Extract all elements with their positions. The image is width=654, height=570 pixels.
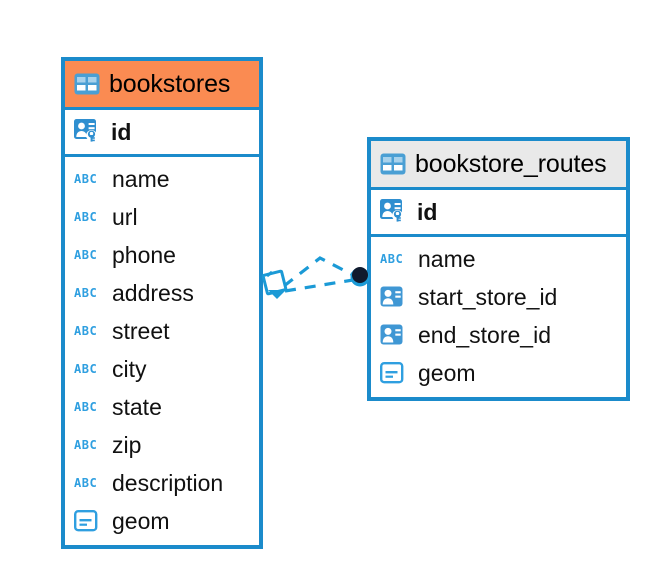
- relationship-line-end-store: [284, 278, 354, 293]
- field-label-name: name: [418, 245, 476, 272]
- field-label-city: city: [112, 355, 147, 382]
- field-label-address: address: [112, 279, 194, 306]
- abc-icon: ABC: [74, 248, 98, 262]
- field-row-geom[interactable]: geom: [371, 354, 626, 392]
- field-label-end-store-id: end_store_id: [418, 321, 551, 348]
- field-row-name[interactable]: ABC name: [65, 160, 259, 198]
- field-row-geom[interactable]: geom: [65, 502, 259, 540]
- foreign-key-icon: [380, 324, 410, 346]
- field-label-name: name: [112, 165, 170, 192]
- entity-header-bookstore-routes[interactable]: bookstore_routes: [371, 141, 626, 187]
- entity-title-bookstores: bookstores: [109, 69, 231, 98]
- field-row-id[interactable]: id: [371, 190, 626, 234]
- field-row-zip[interactable]: ABC zip: [65, 426, 259, 464]
- field-label-id: id: [417, 198, 438, 225]
- field-row-url[interactable]: ABC url: [65, 198, 259, 236]
- entity-bookstores[interactable]: bookstores: [61, 57, 263, 549]
- field-row-start-store-id[interactable]: start_store_id: [371, 278, 626, 316]
- primary-key-section-bookstore-routes: id: [371, 187, 626, 237]
- table-icon: [74, 73, 100, 95]
- abc-icon: ABC: [74, 172, 98, 186]
- field-row-address[interactable]: ABC address: [65, 274, 259, 312]
- primary-key-icon: [380, 199, 409, 225]
- primary-key-section-bookstores: id: [65, 107, 259, 157]
- table-icon: [380, 153, 406, 175]
- field-row-street[interactable]: ABC street: [65, 312, 259, 350]
- abc-icon: ABC: [74, 324, 98, 338]
- fields-section-bookstores: ABC name ABC url ABC phone ABC address A…: [65, 157, 259, 545]
- abc-icon: ABC: [74, 286, 98, 300]
- field-label-url: url: [112, 203, 138, 230]
- field-row-description[interactable]: ABC description: [65, 464, 259, 502]
- entity-header-bookstores[interactable]: bookstores: [65, 61, 259, 107]
- field-label-geom: geom: [112, 507, 170, 534]
- abc-icon: ABC: [74, 210, 98, 224]
- relationship-line-start-store: [283, 256, 356, 288]
- field-label-start-store-id: start_store_id: [418, 283, 558, 310]
- field-row-phone[interactable]: ABC phone: [65, 236, 259, 274]
- field-label-street: street: [112, 317, 170, 344]
- field-label-zip: zip: [112, 431, 142, 458]
- abc-icon: ABC: [74, 476, 98, 490]
- field-label-phone: phone: [112, 241, 176, 268]
- abc-icon: ABC: [74, 362, 98, 376]
- relationship-marker-diamond: [261, 269, 288, 299]
- geometry-icon: [380, 362, 410, 384]
- primary-key-icon: [74, 119, 103, 145]
- abc-icon: ABC: [74, 400, 98, 414]
- fields-section-bookstore-routes: ABC name start_store_id: [371, 237, 626, 397]
- field-row-end-store-id[interactable]: end_store_id: [371, 316, 626, 354]
- field-label-description: description: [112, 469, 224, 496]
- field-label-id: id: [111, 118, 132, 145]
- geometry-icon: [74, 510, 104, 532]
- foreign-key-icon: [380, 286, 410, 308]
- field-row-city[interactable]: ABC city: [65, 350, 259, 388]
- entity-title-bookstore-routes: bookstore_routes: [415, 149, 607, 178]
- field-row-id[interactable]: id: [65, 110, 259, 154]
- field-row-name[interactable]: ABC name: [371, 240, 626, 278]
- abc-icon: ABC: [74, 438, 98, 452]
- field-label-geom: geom: [418, 359, 476, 386]
- field-label-state: state: [112, 393, 162, 420]
- abc-icon: ABC: [380, 252, 404, 266]
- field-row-state[interactable]: ABC state: [65, 388, 259, 426]
- entity-bookstore-routes[interactable]: bookstore_routes: [367, 137, 630, 401]
